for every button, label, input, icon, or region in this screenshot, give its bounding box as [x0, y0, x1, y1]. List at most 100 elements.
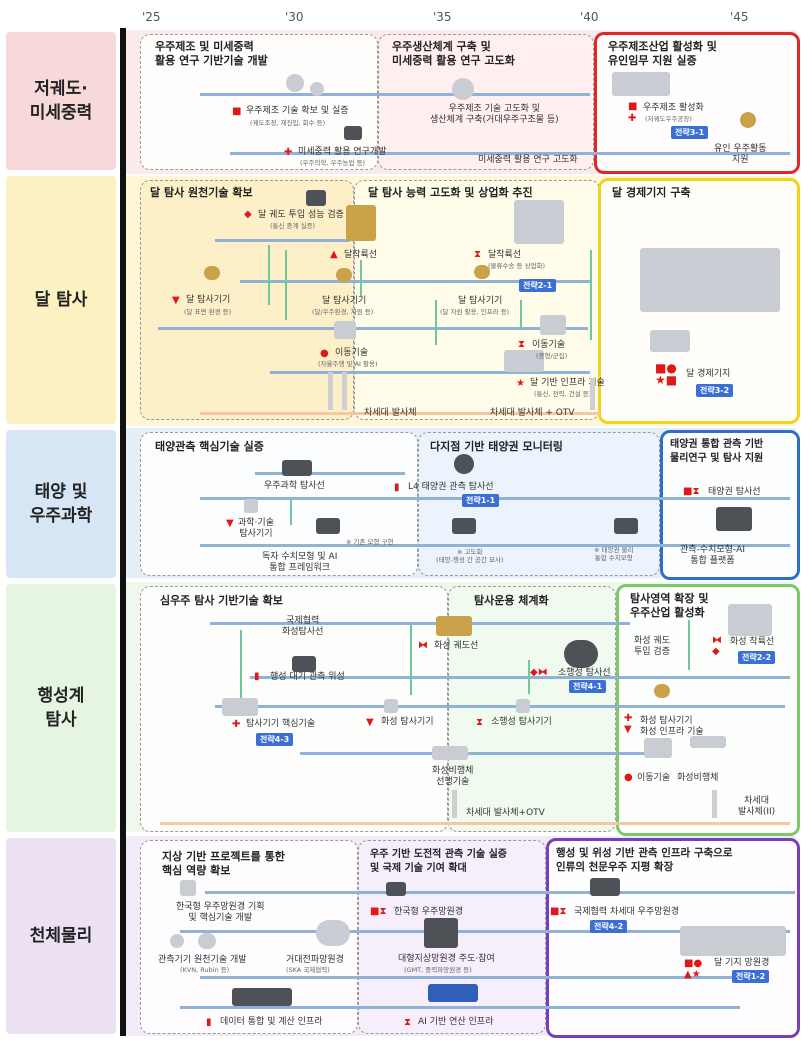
red-cross-icon: ✚: [232, 719, 241, 730]
panel-solar-3: [660, 430, 800, 580]
connector: [520, 300, 522, 330]
red-triangle-icon: ▲: [330, 249, 338, 260]
mars-lander-image: [728, 604, 772, 636]
sublabel: (중형/군집): [536, 352, 568, 360]
red-rect-hourglass-icon: ■⧗: [370, 906, 387, 917]
timeline-spine: [120, 28, 126, 1036]
launch-pad-line: [200, 412, 600, 415]
year-label: '30: [285, 10, 304, 24]
connector: [410, 625, 412, 695]
sublabel: (궤도조정, 재진입, 회수 등): [250, 119, 326, 127]
year-label: '40: [580, 10, 599, 24]
red-shapes-icon: ⧓◆: [712, 635, 722, 657]
panel-title: 달 탐사 능력 고도화 및 상업화 추진: [368, 186, 533, 199]
label: 화성 탐사기기 화성 인프라 기술: [640, 716, 704, 737]
instrument-image: [384, 699, 398, 713]
lunar-vehicle-image: [650, 330, 690, 352]
red-star-icon: ★: [516, 378, 525, 389]
label: 달 경제기지: [686, 369, 731, 379]
sublabel: (저궤도우주공장): [645, 115, 692, 123]
category-label: 저궤도· 미세중력: [29, 79, 93, 123]
label: 화성 탐사기기: [381, 717, 434, 727]
label: 태양권 탐사선: [708, 487, 761, 497]
timeline-bar: [200, 544, 790, 547]
strategy-badge: 전략4-1: [569, 680, 607, 693]
instrument-image: [204, 266, 220, 280]
sublabel: ※ 고도화 (태양-행성 간 공간 묘사): [436, 548, 504, 564]
category-label: 태양 및 우주과학: [29, 482, 93, 526]
label: 행성 대기 관측 위성: [270, 672, 345, 682]
label: 차세대 발사체(II): [738, 796, 776, 817]
ai-compute-image: [428, 984, 478, 1002]
panel-title: 다지점 기반 태양권 모니터링: [430, 440, 563, 453]
experiment-device-image: [344, 126, 362, 140]
launch-pillar: [590, 378, 595, 410]
panel-title: 우주제조산업 활성화 및 유인임무 지원 실증: [608, 40, 717, 67]
label: 데이터 통합 및 계산 인프라: [220, 1017, 323, 1027]
lander-image: [514, 200, 564, 244]
instrument-image: [336, 268, 352, 282]
red-cross-icon: ✚: [628, 113, 637, 124]
ground-telescope-image: [424, 918, 458, 948]
telescope-image: [386, 882, 406, 896]
timeline-bar: [300, 752, 650, 755]
antenna-image: [170, 934, 184, 948]
rover-image: [334, 321, 356, 339]
space-station-image: [612, 72, 670, 96]
red-shapes-icon: ■●▲★: [684, 958, 703, 980]
panel-title: 탐사영역 확장 및 우주산업 활성화: [630, 592, 709, 619]
red-rect-icon: ▮: [394, 482, 400, 493]
timeline-bar: [240, 280, 590, 283]
red-rect-icon: ▮: [206, 1017, 212, 1028]
sublabel: ※ 태양권 물리 통합 수치모형: [594, 546, 634, 562]
red-rect-hourglass-icon: ■⧗: [683, 486, 700, 497]
capsule-image: [286, 74, 304, 92]
red-circle-icon: ●: [624, 772, 633, 783]
label: 우주제조 활성화: [643, 103, 704, 113]
model-image: [614, 518, 638, 534]
label: 화성비행체 선행기술: [432, 766, 474, 787]
datacenter-image: [232, 988, 292, 1006]
astronaut-image: [740, 112, 756, 128]
red-hourglass-icon: ⧗: [518, 339, 526, 350]
spacecraft-image: [454, 454, 474, 474]
connector: [688, 620, 690, 670]
label: 달 궤도 투입 성능 검증: [258, 210, 344, 220]
panel-low-orbit-3: [594, 32, 800, 174]
launch-pillar: [712, 790, 717, 818]
panel-title: 지상 기반 프로젝트를 통한 핵심 역량 확보: [162, 850, 285, 877]
connector: [268, 245, 270, 305]
label: L4 태양권 관측 탐사선: [408, 482, 494, 492]
red-shapes-icon: ■●★■: [655, 361, 678, 387]
launch-pillar: [342, 372, 347, 410]
lunar-base-image: [640, 248, 780, 312]
strategy-badge: 전략3-2: [696, 384, 734, 397]
strategy-badge: 전략3-1: [671, 126, 709, 139]
red-rect-hourglass-icon: ■⧗: [550, 906, 567, 917]
sublabel: (달/우주환경, 자원 등): [312, 308, 374, 316]
launch-pillar: [328, 372, 333, 410]
label: 차세대 발사체 + OTV: [490, 408, 575, 418]
sublabel: (KVN, Rubin 등): [180, 966, 230, 974]
strategy-badge: 전략4-2: [590, 920, 628, 933]
satellite-image: [292, 656, 316, 672]
label: 국제협력 차세대 우주망원경: [574, 907, 680, 917]
sublabel: (물류수송 등 상업화): [488, 262, 546, 270]
panel-title: 행성 및 위성 기반 관측 인프라 구축으로 인류의 천문우주 지평 확장: [556, 847, 733, 873]
moon-telescope-image: [680, 926, 786, 956]
label: 독자 수치모형 및 AI 통합 프레임워크: [262, 552, 338, 573]
timeline-bar: [210, 622, 630, 625]
panel-title: 우주제조 및 미세중력 활용 연구 기반기술 개발: [155, 40, 268, 67]
red-circle-icon: ●: [320, 348, 329, 359]
panel-low-orbit-1: [140, 34, 378, 170]
panel-low-orbit-2: [378, 34, 594, 170]
timeline-bar: [180, 930, 790, 933]
label: 과학·기술 탐사기기: [238, 518, 274, 539]
sublabel: (달 자원 활용, 인프라 등): [440, 308, 510, 316]
instrument-image: [474, 265, 490, 279]
year-label: '25: [142, 10, 161, 24]
label: 차세대 발사체+OTV: [466, 808, 545, 818]
sublabel: (GMT, 중력파망원경 등): [404, 966, 472, 974]
label: 달착륙선: [344, 250, 378, 260]
red-square-icon: ■: [232, 106, 242, 117]
